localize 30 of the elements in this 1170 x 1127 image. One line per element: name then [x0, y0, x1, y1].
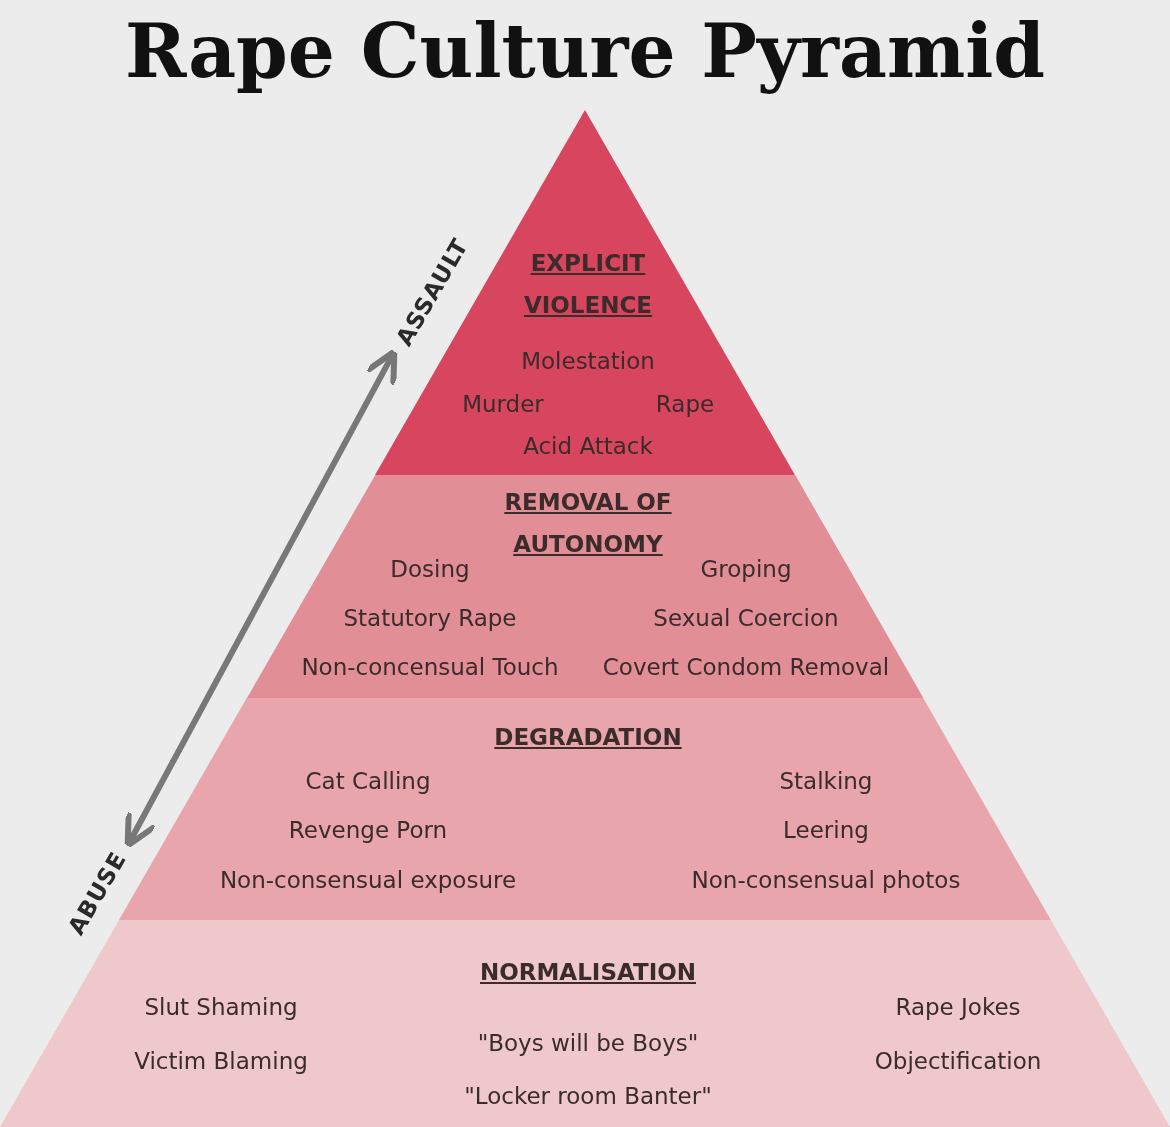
tier-item: Non-concensual Touch — [301, 654, 559, 680]
tier-item: Molestation — [521, 348, 655, 374]
tier-item: Sexual Coercion — [653, 605, 839, 631]
tier-item: Slut Shaming — [144, 994, 298, 1020]
tier-item: Covert Condom Removal — [602, 654, 890, 680]
tier-heading: REMOVAL OF AUTONOMY — [503, 488, 673, 559]
pyramid-tier — [375, 110, 795, 475]
double-arrow — [124, 348, 398, 849]
tier-item: "Boys will be Boys" — [477, 1030, 699, 1056]
tier-item: Stalking — [779, 768, 873, 794]
tier-item: Cat Calling — [305, 768, 431, 794]
tier-heading: DEGRADATION — [493, 723, 683, 752]
tier-item: Acid Attack — [523, 433, 653, 459]
tier-item: Victim Blaming — [134, 1048, 308, 1074]
tier-item: "Locker room Banter" — [464, 1083, 712, 1109]
tier-item: Revenge Porn — [288, 817, 448, 843]
tier-item: Non-consensual photos — [691, 867, 961, 893]
tier-heading: EXPLICIT VIOLENCE — [522, 249, 654, 320]
tier-item: Non-consensual exposure — [219, 867, 517, 893]
tier-item: Objectification — [874, 1048, 1042, 1074]
tier-heading: NORMALISATION — [478, 958, 697, 987]
tier-item: Murder — [462, 391, 544, 417]
tier-item: Statutory Rape — [343, 605, 517, 631]
tier-item: Groping — [700, 556, 792, 582]
tier-item: Rape — [655, 391, 715, 417]
tier-item: Leering — [783, 817, 869, 843]
pyramid-tier — [246, 475, 924, 698]
title: Rape Culture Pyramid — [123, 8, 1047, 94]
tier-item: Rape Jokes — [895, 994, 1021, 1020]
tier-item: Dosing — [390, 556, 470, 582]
